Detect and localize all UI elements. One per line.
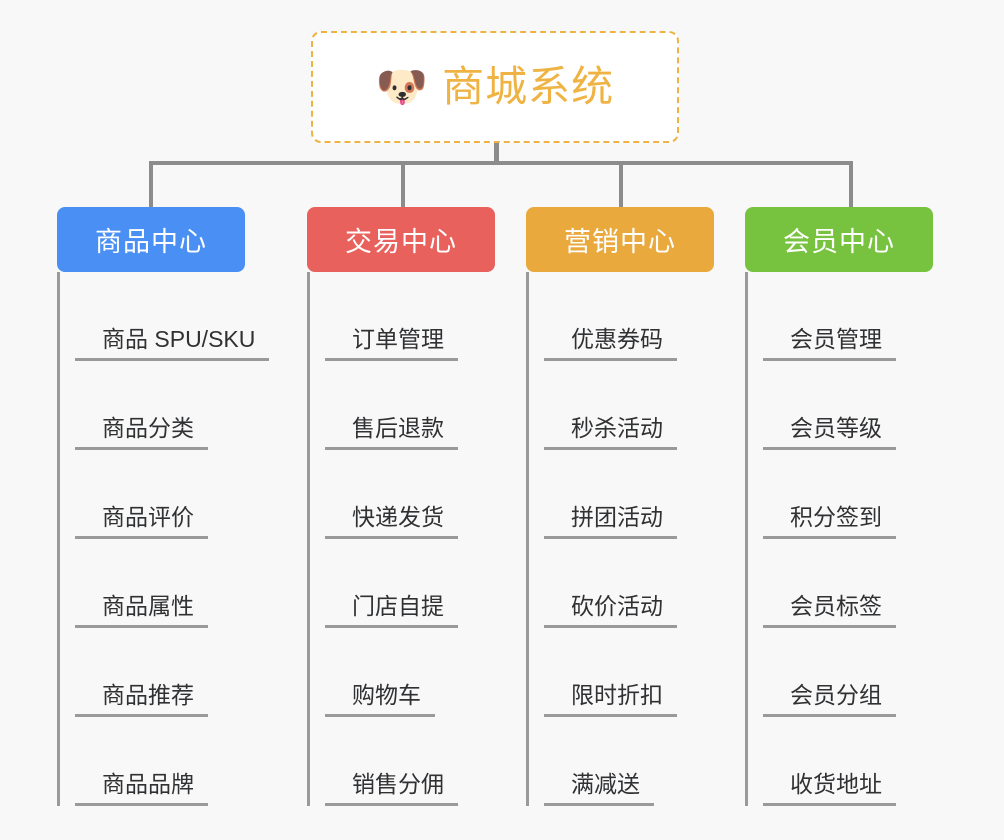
category-header-0-label: 商品中心 — [95, 227, 207, 257]
leaf-item-label: 砍价活动 — [544, 592, 677, 628]
leaf-item[interactable]: 商品属性 — [75, 539, 245, 628]
leaf-item-label: 商品推荐 — [75, 681, 208, 717]
category-header-1-label: 交易中心 — [345, 227, 457, 257]
leaf-item[interactable]: 会员管理 — [763, 272, 933, 361]
leaf-item-label: 销售分佣 — [325, 770, 458, 806]
leaf-item[interactable]: 会员标签 — [763, 539, 933, 628]
leaf-item-label: 秒杀活动 — [544, 414, 677, 450]
leaf-item-label: 商品品牌 — [75, 770, 208, 806]
leaf-item[interactable]: 门店自提 — [325, 539, 495, 628]
leaf-item-label: 满减送 — [544, 770, 654, 806]
leaf-item-label: 会员分组 — [763, 681, 896, 717]
leaf-item[interactable]: 售后退款 — [325, 361, 495, 450]
leaf-item[interactable]: 优惠券码 — [544, 272, 714, 361]
leaf-item-label: 收货地址 — [763, 770, 896, 806]
category-header-0[interactable]: 商品中心 — [57, 207, 245, 272]
leaf-item[interactable]: 秒杀活动 — [544, 361, 714, 450]
leaf-item[interactable]: 积分签到 — [763, 450, 933, 539]
leaf-list-2: 优惠券码 秒杀活动 拼团活动 砍价活动 限时折扣 满减送 — [526, 272, 714, 806]
leaf-item[interactable]: 收货地址 — [763, 717, 933, 806]
leaf-item-label: 订单管理 — [325, 325, 458, 361]
leaf-item-label: 商品评价 — [75, 503, 208, 539]
connector-root-stem — [494, 143, 499, 163]
branch-column-3: 会员中心 会员管理 会员等级 积分签到 会员标签 会员分组 收货地址 — [745, 207, 933, 806]
branch-column-1: 交易中心 订单管理 售后退款 快递发货 门店自提 购物车 销售分佣 — [307, 207, 495, 806]
connector-drop-3 — [619, 161, 623, 209]
leaf-list-0: 商品 SPU/SKU 商品分类 商品评价 商品属性 商品推荐 商品品牌 — [57, 272, 270, 806]
leaf-item[interactable]: 商品推荐 — [75, 628, 245, 717]
leaf-item-label: 购物车 — [325, 681, 435, 717]
leaf-item-label: 商品分类 — [75, 414, 208, 450]
leaf-item-label: 拼团活动 — [544, 503, 677, 539]
category-header-2[interactable]: 营销中心 — [526, 207, 714, 272]
leaf-item[interactable]: 销售分佣 — [325, 717, 495, 806]
leaf-list-1: 订单管理 售后退款 快递发货 门店自提 购物车 销售分佣 — [307, 272, 495, 806]
leaf-item-label: 限时折扣 — [544, 681, 677, 717]
leaf-item[interactable]: 限时折扣 — [544, 628, 714, 717]
leaf-item[interactable]: 会员等级 — [763, 361, 933, 450]
leaf-list-3: 会员管理 会员等级 积分签到 会员标签 会员分组 收货地址 — [745, 272, 933, 806]
leaf-item-label: 积分签到 — [763, 503, 896, 539]
leaf-item[interactable]: 商品 SPU/SKU — [75, 272, 270, 361]
connector-horizontal-bus — [150, 161, 853, 165]
category-header-2-label: 营销中心 — [564, 227, 676, 257]
leaf-item-label: 会员标签 — [763, 592, 896, 628]
leaf-item[interactable]: 订单管理 — [325, 272, 495, 361]
leaf-item[interactable]: 满减送 — [544, 717, 714, 806]
leaf-item[interactable]: 商品评价 — [75, 450, 245, 539]
root-node-title: 商城系统 — [442, 63, 615, 110]
connector-drop-1 — [149, 161, 153, 209]
category-header-3[interactable]: 会员中心 — [745, 207, 933, 272]
leaf-item-label: 会员等级 — [763, 414, 896, 450]
leaf-item[interactable]: 购物车 — [325, 628, 495, 717]
leaf-item-label: 商品 SPU/SKU — [75, 325, 270, 361]
leaf-item[interactable]: 快递发货 — [325, 450, 495, 539]
leaf-item-label: 门店自提 — [325, 592, 458, 628]
leaf-item-label: 优惠券码 — [544, 325, 677, 361]
leaf-item[interactable]: 会员分组 — [763, 628, 933, 717]
leaf-item[interactable]: 商品品牌 — [75, 717, 245, 806]
branch-column-0: 商品中心 商品 SPU/SKU 商品分类 商品评价 商品属性 商品推荐 商品品牌 — [57, 207, 270, 806]
connector-drop-2 — [401, 161, 405, 209]
leaf-item-label: 会员管理 — [763, 325, 896, 361]
leaf-item[interactable]: 商品分类 — [75, 361, 245, 450]
category-header-1[interactable]: 交易中心 — [307, 207, 495, 272]
leaf-item-label: 快递发货 — [325, 503, 458, 539]
leaf-item-label: 商品属性 — [75, 592, 208, 628]
leaf-item[interactable]: 拼团活动 — [544, 450, 714, 539]
leaf-item[interactable]: 砍价活动 — [544, 539, 714, 628]
root-node-shopping-mall-system[interactable]: 🐶 商城系统 — [311, 31, 679, 143]
dog-face-icon: 🐶 — [375, 63, 429, 110]
connector-drop-4 — [849, 161, 853, 209]
branch-column-2: 营销中心 优惠券码 秒杀活动 拼团活动 砍价活动 限时折扣 满减送 — [526, 207, 714, 806]
leaf-item-label: 售后退款 — [325, 414, 458, 450]
category-header-3-label: 会员中心 — [783, 227, 895, 257]
